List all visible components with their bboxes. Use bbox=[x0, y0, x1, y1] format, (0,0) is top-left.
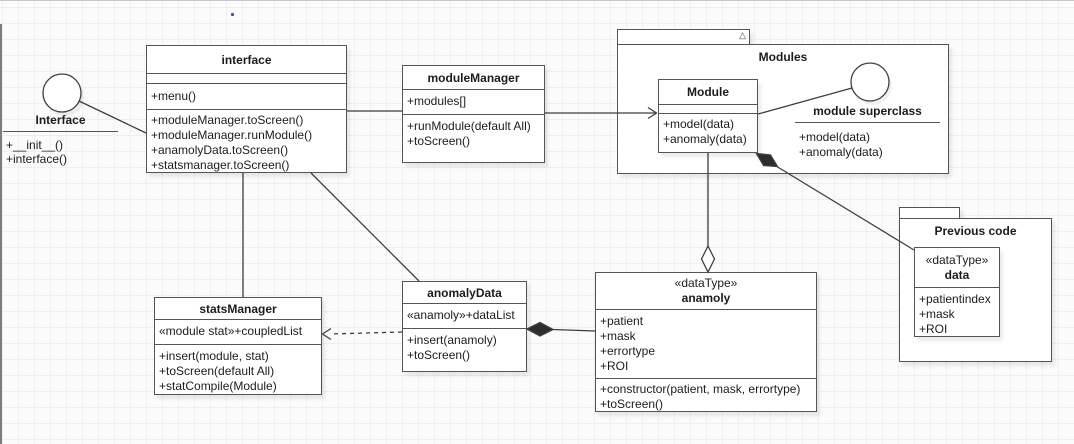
class-interface-menu-compartment: +menu() bbox=[147, 83, 346, 109]
member-label: +__init__() bbox=[6, 138, 64, 152]
class-anomalydata-attributes: «anamoly»+dataList bbox=[403, 303, 526, 328]
package-modules-label: Modules bbox=[758, 50, 808, 64]
attribute-label: +mask bbox=[600, 329, 636, 343]
edge-anomalydata-to-anamoly-composition[interactable] bbox=[525, 321, 596, 337]
member-label: +interface() bbox=[6, 151, 68, 166]
class-module[interactable]: Module +model(data) +anomaly(data) bbox=[658, 79, 758, 153]
class-statsmanager[interactable]: statsManager «module stat»+coupledList +… bbox=[154, 297, 322, 395]
attribute-label: «module stat»+coupledList bbox=[159, 324, 303, 338]
member-label: +model(data) bbox=[799, 130, 871, 144]
method-label: +moduleManager.toScreen() bbox=[151, 113, 304, 127]
attribute-label: +modules[] bbox=[407, 94, 467, 108]
class-statsmanager-attributes: «module stat»+coupledList bbox=[155, 319, 321, 344]
lollipop-module-superclass-label: module superclass bbox=[795, 104, 940, 123]
class-interface-attributes bbox=[147, 73, 346, 83]
class-module-attributes bbox=[659, 104, 757, 113]
stray-blue-dot bbox=[231, 13, 234, 16]
class-anamoly-attributes: +patient +mask +errortype +ROI bbox=[596, 309, 816, 378]
method-label: +toScreen() bbox=[407, 348, 471, 362]
page-top-edge bbox=[0, 0, 1074, 1]
method-label: +menu() bbox=[151, 89, 197, 103]
method-label: +constructor(patient, mask, errortype) bbox=[600, 382, 801, 396]
class-anamoly-title: «dataType» anamoly bbox=[596, 273, 816, 309]
interface-lollipop-circle[interactable] bbox=[42, 73, 82, 113]
circle-shadow bbox=[46, 78, 84, 116]
method-label: +model(data) bbox=[663, 117, 735, 131]
open-diamond-icon bbox=[700, 244, 716, 274]
attribute-label: +errortype bbox=[600, 344, 656, 358]
class-name-label: anamoly bbox=[681, 291, 731, 305]
method-label: +statCompile(Module) bbox=[159, 379, 277, 393]
method-label: +statsmanager.toScreen() bbox=[151, 158, 290, 172]
class-modulemanager[interactable]: moduleManager +modules[] +runModule(defa… bbox=[402, 65, 545, 163]
stereotype-label: «dataType» bbox=[674, 276, 738, 290]
attribute-label: +ROI bbox=[600, 359, 629, 373]
attribute-label: +mask bbox=[919, 307, 955, 321]
class-modulemanager-attributes: +modules[] bbox=[403, 89, 544, 114]
class-data[interactable]: «dataType» data +patientindex +mask +ROI bbox=[914, 247, 1000, 337]
class-anomalydata[interactable]: anomalyData «anamoly»+dataList +insert(a… bbox=[402, 281, 527, 372]
page-left-edge bbox=[0, 24, 2, 444]
method-label: +toScreen(default All) bbox=[159, 364, 275, 378]
class-statsmanager-title: statsManager bbox=[199, 301, 277, 316]
class-data-attributes: +patientindex +mask +ROI bbox=[915, 287, 999, 336]
class-anomalydata-methods: +insert(anamoly) +toScreen() bbox=[403, 328, 526, 371]
filled-diamond-icon bbox=[525, 321, 555, 337]
class-modulemanager-title: moduleManager bbox=[427, 70, 520, 85]
method-label: +anomaly(data) bbox=[663, 132, 747, 146]
method-label: +toScreen() bbox=[407, 134, 471, 148]
method-label: +runModule(default All) bbox=[407, 119, 531, 133]
lollipop-interface-members: +__init__() +interface() bbox=[6, 138, 68, 166]
class-module-title: Module bbox=[687, 85, 729, 99]
attribute-label: +patientindex bbox=[919, 292, 991, 306]
package-previous-code-label: Previous code bbox=[934, 224, 1017, 238]
open-arrow-icon bbox=[321, 327, 332, 341]
method-label: +moduleManager.runModule() bbox=[151, 128, 313, 142]
attribute-label: +patient bbox=[600, 314, 644, 328]
class-anamoly-methods: +constructor(patient, mask, errortype) +… bbox=[596, 378, 816, 411]
method-label: +insert(module, stat) bbox=[159, 349, 269, 363]
lollipop-interface-label: Interface bbox=[3, 113, 118, 132]
method-label: +insert(anamoly) bbox=[407, 333, 497, 347]
member-label: +anomaly(data) bbox=[799, 145, 883, 159]
class-data-title: «dataType» data bbox=[915, 248, 999, 287]
stereotype-label: «dataType» bbox=[925, 252, 989, 267]
class-anomalydata-title: anomalyData bbox=[427, 285, 502, 300]
class-anamoly[interactable]: «dataType» anamoly +patient +mask +error… bbox=[595, 272, 817, 412]
edge-interface-to-anomalydata[interactable] bbox=[310, 172, 420, 282]
class-name-label: data bbox=[944, 267, 970, 282]
class-statsmanager-methods: +insert(module, stat) +toScreen(default … bbox=[155, 344, 321, 394]
method-label: +anamolyData.toScreen() bbox=[151, 143, 289, 157]
class-interface-title: interface bbox=[221, 52, 272, 67]
class-modulemanager-methods: +runModule(default All) +toScreen() bbox=[403, 114, 544, 162]
method-label: +toScreen() bbox=[600, 397, 664, 411]
class-interface[interactable]: interface +menu() +moduleManager.toScree… bbox=[146, 45, 347, 173]
class-module-methods: +model(data) +anomaly(data) bbox=[659, 113, 757, 152]
class-interface-methods: +moduleManager.toScreen() +moduleManager… bbox=[147, 109, 346, 172]
attribute-label: +ROI bbox=[919, 322, 948, 336]
lollipop-module-superclass-members: +model(data) +anomaly(data) bbox=[799, 130, 883, 160]
attribute-label: «anamoly»+dataList bbox=[407, 308, 515, 322]
package-triangle-icon: △ bbox=[739, 30, 746, 40]
edge-anomalydata-to-statsmanager-dashed[interactable] bbox=[321, 327, 403, 341]
